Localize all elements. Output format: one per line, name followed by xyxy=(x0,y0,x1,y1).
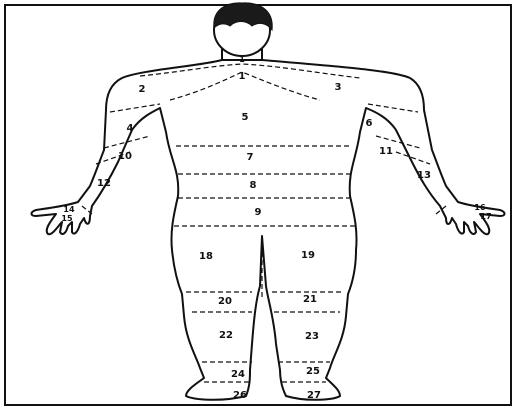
segment-label-10: 10 xyxy=(118,151,132,162)
segment-label-12: 12 xyxy=(97,178,111,189)
segment-label-9: 9 xyxy=(255,207,262,218)
segment-label-22: 22 xyxy=(219,330,233,341)
segment-label-16: 16 xyxy=(474,203,486,212)
segment-label-23: 23 xyxy=(305,331,319,342)
segment-label-11: 11 xyxy=(379,146,393,157)
segment-label-7: 7 xyxy=(247,152,254,163)
segment-label-8: 8 xyxy=(250,180,257,191)
segment-label-25: 25 xyxy=(306,366,320,377)
segment-label-5: 5 xyxy=(242,112,249,123)
segment-label-0: 1 xyxy=(239,55,245,64)
segment-label-1: 1 xyxy=(239,71,246,82)
segment-label-13: 13 xyxy=(417,170,431,181)
segment-label-3: 3 xyxy=(335,82,342,93)
segment-label-27: 27 xyxy=(307,390,321,401)
body-outline xyxy=(32,3,505,400)
segment-label-2: 2 xyxy=(139,84,146,95)
torso-and-legs xyxy=(32,60,505,400)
segment-label-26: 26 xyxy=(233,390,247,401)
segment-label-6: 6 xyxy=(366,118,373,129)
segment-label-18: 18 xyxy=(199,251,213,262)
segment-label-15: 15 xyxy=(61,214,73,223)
segment-label-24: 24 xyxy=(231,369,245,380)
segment-label-19: 19 xyxy=(301,250,315,261)
segment-label-21: 21 xyxy=(303,294,317,305)
segment-label-4: 4 xyxy=(127,123,134,134)
segment-label-14: 14 xyxy=(63,205,75,214)
segment-label-17: 17 xyxy=(480,212,491,221)
segment-label-20: 20 xyxy=(218,296,232,307)
